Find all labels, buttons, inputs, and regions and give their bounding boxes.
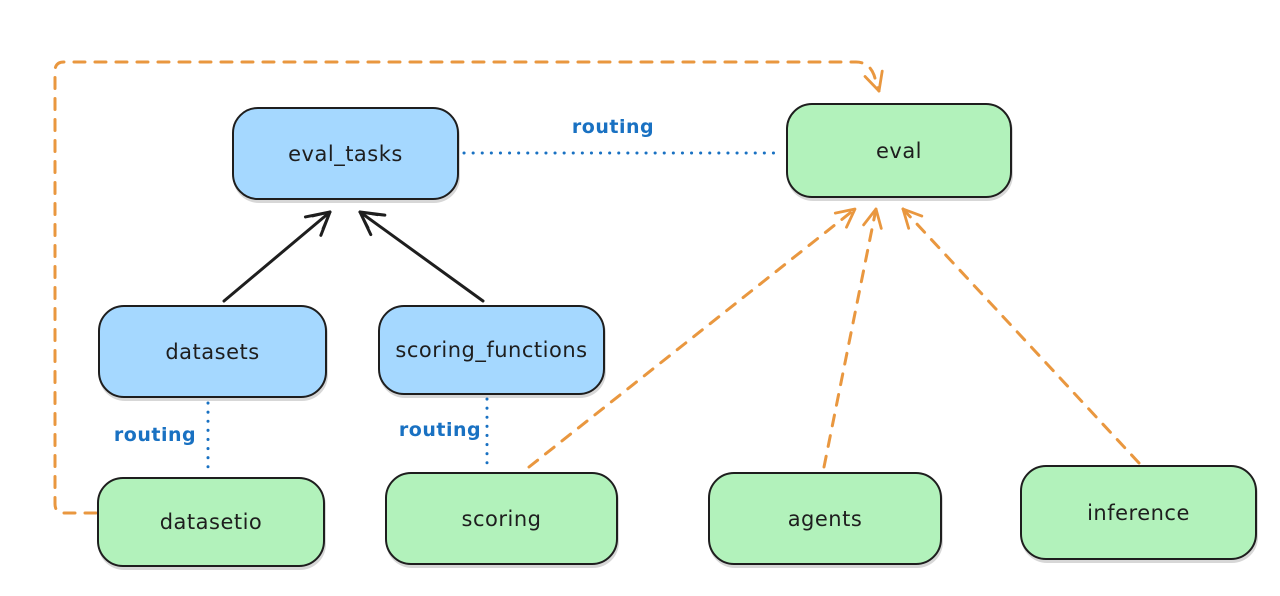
node-inference-label: inference — [1087, 500, 1190, 525]
edge-agents-to-eval — [822, 207, 883, 469]
node-datasetio: datasetio — [97, 477, 325, 567]
routing-label-scoring: routing — [398, 419, 482, 441]
node-datasetio-label: datasetio — [159, 510, 263, 534]
node-eval-label: eval — [875, 138, 923, 163]
node-eval-tasks-label: eval_tasks — [288, 141, 403, 166]
node-agents: agents — [708, 472, 942, 565]
edge-datasetio-to-eval — [53, 60, 884, 515]
node-scoring-label: scoring — [461, 506, 542, 531]
edge-scoring-to-eval — [527, 207, 857, 469]
node-datasets-label: datasets — [165, 339, 260, 364]
node-scoring: scoring — [385, 472, 618, 565]
routing-label-datasetio: routing — [113, 424, 197, 446]
node-agents-label: agents — [787, 506, 863, 531]
routing-label-eval: routing — [571, 116, 655, 138]
edge-inference-to-eval — [901, 207, 1141, 465]
node-scoring-functions-label: scoring_functions — [395, 338, 588, 362]
node-eval-tasks: eval_tasks — [232, 107, 459, 200]
node-scoring-functions: scoring_functions — [378, 305, 605, 395]
node-inference: inference — [1020, 465, 1257, 560]
edge-datasets-to-eval-tasks — [222, 210, 332, 303]
edge-scoring-functions-to-eval-tasks — [358, 210, 485, 303]
node-datasets: datasets — [98, 305, 327, 398]
node-eval: eval — [786, 103, 1012, 198]
